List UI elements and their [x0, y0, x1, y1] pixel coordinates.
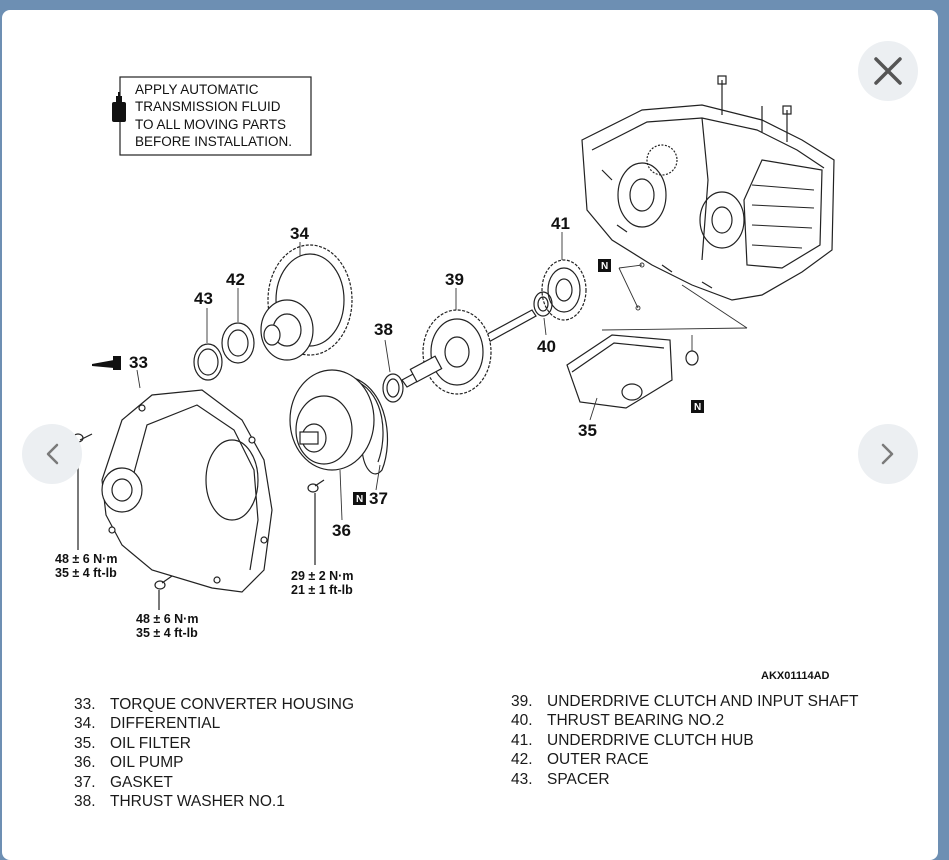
- legend-label: SPACER: [547, 770, 610, 788]
- legend-label: TORQUE CONVERTER HOUSING: [110, 696, 355, 713]
- legend-num: 33.: [74, 696, 96, 713]
- callout-40: 40: [537, 337, 556, 356]
- callout-43: 43: [194, 289, 213, 308]
- callout-34: 34: [290, 224, 309, 243]
- note-line-3: TO ALL MOVING PARTS: [135, 117, 286, 132]
- legend-label: UNDERDRIVE CLUTCH HUB: [547, 731, 754, 749]
- chevron-left-icon: [46, 443, 59, 465]
- legend-label: THRUST WASHER NO.1: [110, 793, 285, 811]
- thrust-bearing: [533, 291, 553, 317]
- close-icon: [874, 57, 902, 85]
- bolt-pump: [307, 479, 325, 565]
- svg-text:N: N: [601, 261, 608, 272]
- image-viewer-modal: APPLY AUTOMATIC TRANSMISSION FLUID TO AL…: [2, 10, 938, 860]
- legend-item: 39. UNDERDRIVE CLUTCH AND INPUT SHAFT: [511, 692, 858, 711]
- thrust-washer: [382, 373, 404, 403]
- note-line-1: APPLY AUTOMATIC: [135, 82, 259, 97]
- figure-code: AKX01114AD: [761, 670, 830, 680]
- underdrive-clutch-hub: [541, 259, 587, 321]
- callout-37: 37: [369, 489, 388, 508]
- legend-num: 35.: [74, 734, 96, 752]
- callout-39: 39: [445, 270, 464, 289]
- oil-pump: [289, 369, 375, 471]
- n-marker-oring: N: [691, 400, 704, 413]
- callout-leaders: [136, 232, 598, 521]
- legend-item: 41. UNDERDRIVE CLUTCH HUB: [511, 731, 858, 750]
- legend-label: OUTER RACE: [547, 751, 649, 769]
- legend-label: DIFFERENTIAL: [110, 715, 221, 733]
- legend-num: 40.: [511, 712, 533, 730]
- callout-33: 33: [129, 353, 148, 372]
- callout-42: 42: [226, 270, 245, 289]
- gasket: [353, 377, 389, 475]
- input-shaft: [401, 309, 537, 395]
- note-line-2: TRANSMISSION FLUID: [135, 99, 281, 114]
- callout-41: 41: [551, 214, 570, 233]
- legend-num: 36.: [74, 754, 96, 772]
- legend-label: GASKET: [110, 773, 173, 791]
- legend-label: OIL PUMP: [110, 754, 184, 772]
- legend-item: 35. OIL FILTER: [74, 734, 354, 753]
- transaxle-case: [581, 75, 835, 301]
- legend-item: 37. GASKET: [74, 773, 354, 792]
- close-button[interactable]: [858, 41, 918, 101]
- callout-35: 35: [578, 421, 597, 440]
- legend-item: 36. OIL PUMP: [74, 753, 354, 772]
- legend-num: 43.: [511, 770, 533, 788]
- torque-left-ftlb: 35 ± 4 ft-lb: [55, 566, 117, 580]
- next-image-button[interactable]: [858, 424, 918, 484]
- torque-left-nm: 48 ± 6 N·m: [55, 552, 117, 566]
- callout-38: 38: [374, 320, 393, 339]
- note-line-4: BEFORE INSTALLATION.: [135, 134, 292, 149]
- legend-left: 33. TORQUE CONVERTER HOUSING 34. DIFFERENT…: [74, 695, 354, 811]
- legend-num: 41.: [511, 731, 533, 749]
- fluid-note: APPLY AUTOMATIC TRANSMISSION FLUID TO AL…: [112, 76, 312, 156]
- legend-num: 34.: [74, 715, 96, 733]
- outer-race: [221, 322, 255, 364]
- torque-pump-ftlb: 21 ± 1 ft-lb: [291, 583, 353, 597]
- previous-image-button[interactable]: [22, 424, 82, 484]
- legend-num: 38.: [74, 793, 96, 811]
- chevron-right-icon: [881, 443, 894, 465]
- leader-lines: [601, 262, 748, 355]
- svg-text:N: N: [356, 494, 363, 505]
- legend-item: 43. SPACER: [511, 770, 858, 789]
- legend-item: 38. THRUST WASHER NO.1: [74, 792, 354, 811]
- legend-num: 39.: [511, 693, 533, 710]
- legend-item: 42. OUTER RACE: [511, 750, 858, 769]
- svg-text:N: N: [694, 402, 701, 413]
- fluid-bottle-icon: [112, 92, 126, 122]
- legend-label: OIL FILTER: [110, 734, 191, 752]
- n-marker-case: N: [598, 259, 611, 272]
- legend-num: 42.: [511, 751, 533, 769]
- legend-label: THRUST BEARING NO.2: [547, 712, 725, 730]
- bolt-bottom: [154, 575, 173, 610]
- differential: [260, 244, 353, 361]
- torque-pump-nm: 29 ± 2 N·m: [291, 569, 353, 583]
- callout-36: 36: [332, 521, 351, 540]
- legend-right: 39. UNDERDRIVE CLUTCH AND INPUT SHAFT 40.…: [511, 692, 858, 789]
- legend-item: 34. DIFFERENTIAL: [74, 714, 354, 733]
- torque-converter-housing: [101, 389, 273, 593]
- oil-filter: [566, 334, 699, 409]
- legend-item: 33. TORQUE CONVERTER HOUSING: [74, 695, 354, 714]
- torque-bottom-ftlb: 35 ± 4 ft-lb: [136, 626, 198, 640]
- legend-item: 40. THRUST BEARING NO.2: [511, 711, 858, 730]
- spacer: [193, 343, 223, 381]
- torque-bottom-nm: 48 ± 6 N·m: [136, 612, 198, 626]
- exploded-transmission-diagram: APPLY AUTOMATIC TRANSMISSION FLUID TO AL…: [55, 75, 835, 680]
- sealant-tube-icon: [92, 356, 121, 370]
- n-marker-gasket: N: [353, 492, 366, 505]
- legend-label: UNDERDRIVE CLUTCH AND INPUT SHAFT: [547, 693, 859, 710]
- legend-num: 37.: [74, 773, 96, 791]
